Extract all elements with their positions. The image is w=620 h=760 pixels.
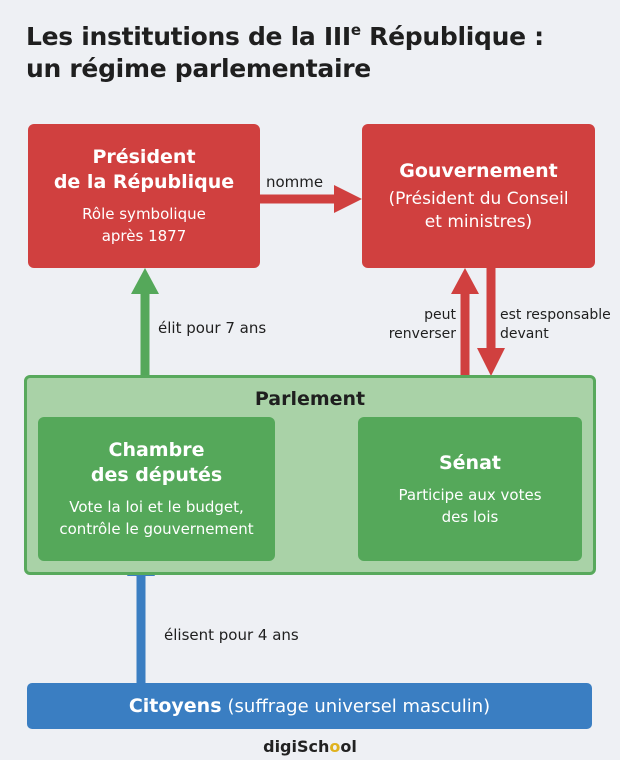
chambre-box: Chambre des députés Vote la loi et le bu… xyxy=(38,417,275,561)
senat-desc: Participe aux votes des lois xyxy=(398,485,542,526)
gouvernement-title: Gouvernement xyxy=(399,159,558,182)
title-line-1: Les institutions de la IIIe République : xyxy=(26,21,544,51)
label-nomme: nomme xyxy=(266,173,324,191)
chambre-desc: Vote la loi et le budget, contrôle le go… xyxy=(59,498,254,538)
label-responsable: est responsable devant xyxy=(500,307,611,342)
arrow-responsable xyxy=(477,268,505,376)
digischool-logo: digiSchool xyxy=(263,737,357,756)
president-title: Président de la République xyxy=(53,146,235,193)
gouvernement-desc: (Président du Conseil et ministres) xyxy=(388,188,569,232)
citoyens-box: Citoyens (suffrage universel masculin) xyxy=(27,683,592,729)
title-line-2: un régime parlementaire xyxy=(26,54,371,83)
label-elisent: élisent pour 4 ans xyxy=(164,626,299,644)
label-elit: élit pour 7 ans xyxy=(158,319,267,337)
arrow-peut-renverser xyxy=(451,268,479,376)
gouvernement-box: Gouvernement (Président du Conseil et mi… xyxy=(362,124,595,268)
senat-box: Sénat Participe aux votes des lois xyxy=(358,417,582,561)
president-box: Président de la République Rôle symboliq… xyxy=(28,124,260,268)
senat-title: Sénat xyxy=(438,451,501,474)
chambre-title: Chambre des députés xyxy=(90,439,223,486)
president-desc: Rôle symbolique après 1877 xyxy=(82,205,206,245)
page-title: Les institutions de la IIIe République :… xyxy=(26,14,606,85)
citoyens-desc: (suffrage universel masculin) xyxy=(227,695,491,717)
arrow-nomme xyxy=(258,185,362,213)
parlement-title: Parlement xyxy=(254,388,366,410)
label-peut-renverser: peut renverser xyxy=(388,307,456,342)
citoyens-title: Citoyens xyxy=(128,695,222,717)
